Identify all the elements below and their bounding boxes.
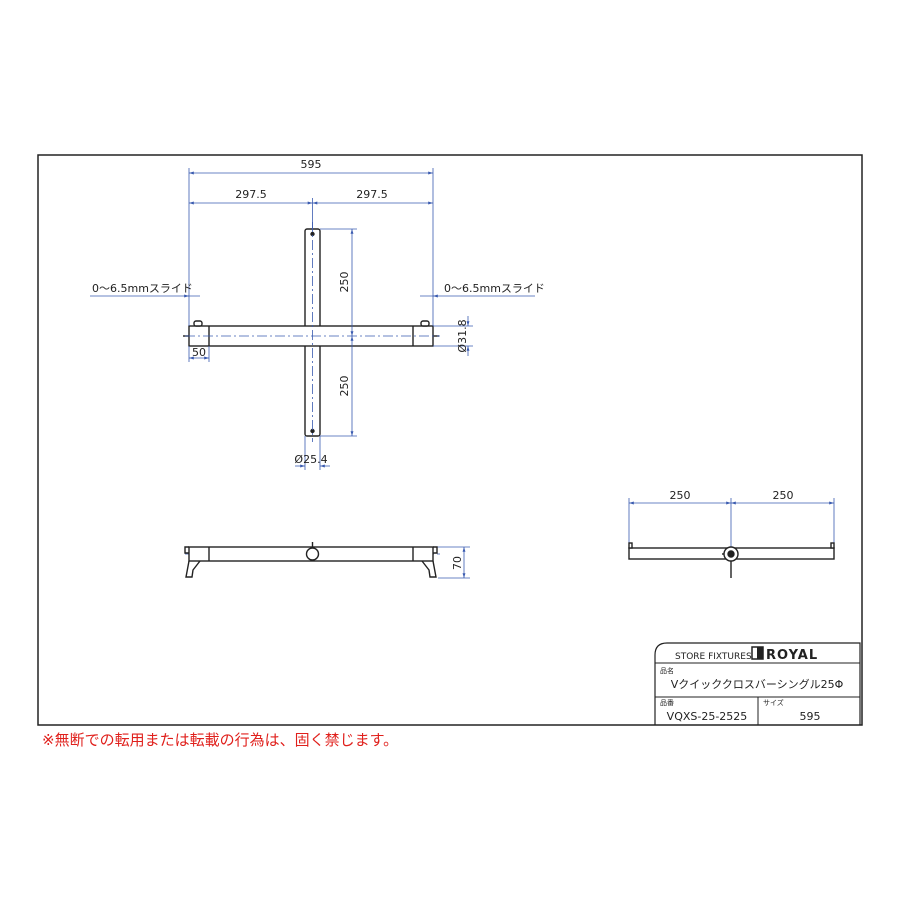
dim-side-left: 250 — [670, 489, 691, 502]
code-label: 品番 — [660, 699, 674, 707]
dimension-lines — [90, 168, 835, 579]
dim-half-left: 297.5 — [235, 188, 267, 201]
drawing-frame — [37, 154, 863, 726]
end-view — [628, 542, 835, 578]
product-code: VQXS-25-2525 — [667, 710, 748, 723]
size-label: サイズ — [763, 698, 784, 707]
copyright-notice: ※無断での転用または転載の行為は、固く禁じます。 — [42, 731, 399, 749]
side-view — [184, 542, 438, 578]
top-view — [183, 228, 439, 437]
name-label: 品名 — [660, 666, 674, 675]
size-value: 595 — [800, 710, 821, 723]
royal-logo: ROYAL — [751, 646, 818, 663]
title-block: STORE FIXTURES ROYAL 品名 Vクイッククロスバーシングル25… — [654, 642, 861, 725]
dim-overall-width: 595 — [301, 158, 322, 171]
dim-half-right: 297.5 — [356, 188, 388, 201]
dim-arm-bottom: 250 — [338, 376, 351, 397]
dim-arm-top: 250 — [338, 272, 351, 293]
svg-text:ROYAL: ROYAL — [766, 648, 818, 663]
product-name: Vクイッククロスバーシングル25Φ — [671, 677, 844, 691]
dim-slide-left: 0～6.5mmスライド — [92, 282, 193, 295]
dim-arm-diameter: Ø25.4 — [294, 453, 327, 466]
dim-bar-diameter: Ø31.8 — [456, 319, 469, 352]
dim-height: 70 — [451, 556, 464, 570]
dim-side-right: 250 — [773, 489, 794, 502]
company-label: STORE FIXTURES — [675, 652, 752, 662]
dim-slide-right: 0～6.5mmスライド — [444, 282, 545, 295]
dim-end-length: 50 — [192, 346, 206, 359]
